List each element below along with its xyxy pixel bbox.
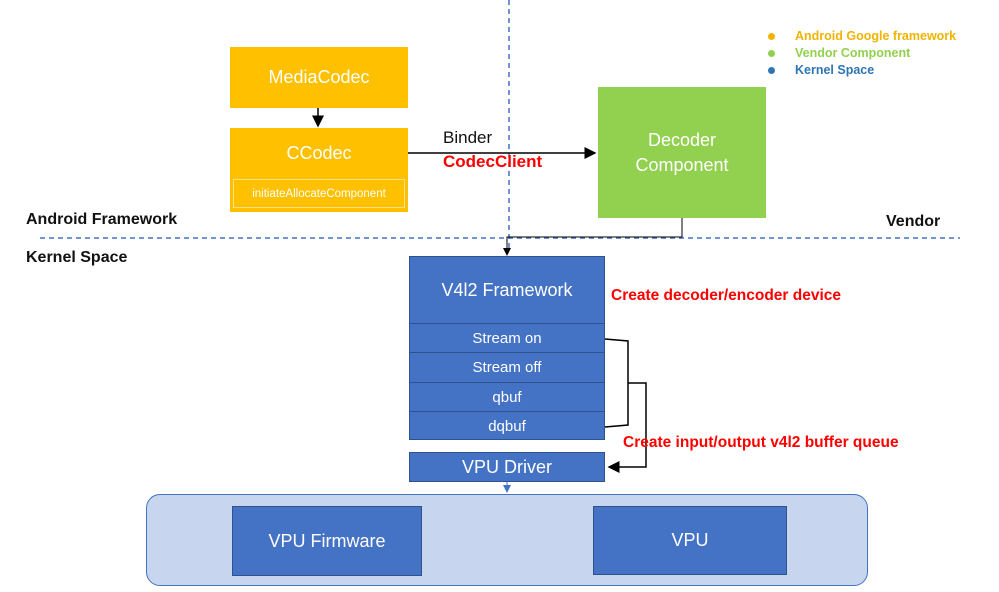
region-label-kernel-space: Kernel Space (26, 249, 128, 266)
node-initiate-allocate-component[interactable]: initiateAllocateComponent (233, 179, 405, 208)
node-label: VPU (671, 530, 709, 550)
legend-dot-icon (768, 66, 775, 74)
node-label: Component (635, 154, 729, 175)
node-decoder-component[interactable]: Decoder Component (598, 87, 766, 218)
legend-label: Vendor Component (795, 46, 911, 60)
legend-item-kernel: Kernel Space (768, 63, 874, 77)
edge-label-binder: Binder (443, 128, 493, 147)
arrow-ops-to-driver (607, 382, 647, 473)
node-label: Decoder (647, 129, 717, 150)
legend-dot-icon (768, 49, 775, 57)
node-vpu-driver[interactable]: VPU Driver (409, 452, 605, 482)
v4l2-op-dqbuf[interactable]: dqbuf (410, 411, 604, 441)
bracket-ops (604, 338, 629, 428)
node-vpu-firmware[interactable]: VPU Firmware (232, 506, 422, 576)
region-label-vendor: Vendor (886, 213, 941, 230)
node-ccodec[interactable]: CCodec initiateAllocateComponent (230, 128, 408, 212)
node-v4l2-framework[interactable]: V4l2 Framework Stream on Stream off qbuf… (409, 256, 605, 440)
node-label: CCodec (286, 143, 352, 163)
region-label-android-framework: Android Framework (26, 211, 178, 228)
node-label: VPU Driver (461, 456, 552, 477)
node-label: V4l2 Framework (441, 279, 573, 300)
v4l2-op-stream-on[interactable]: Stream on (410, 323, 604, 353)
annotation-create-device: Create decoder/encoder device (611, 287, 842, 304)
legend-label: Kernel Space (795, 63, 875, 77)
node-mediacodec[interactable]: MediaCodec (230, 47, 408, 108)
arrow-decoder-to-v4l2 (503, 218, 683, 256)
legend-dot-icon (768, 32, 775, 40)
legend-item-android: Android Google framework (768, 29, 956, 43)
v4l2-op-qbuf[interactable]: qbuf (410, 382, 604, 412)
node-label: MediaCodec (268, 67, 370, 87)
v4l2-op-stream-off[interactable]: Stream off (410, 352, 604, 382)
legend-label: Android Google framework (795, 29, 957, 43)
node-label: VPU Firmware (268, 530, 386, 551)
edge-label-codecclient: CodecClient (443, 152, 543, 171)
node-vpu[interactable]: VPU (593, 506, 787, 575)
legend-item-vendor: Vendor Component (768, 46, 910, 60)
annotation-create-queue: Create input/output v4l2 buffer queue (623, 434, 899, 451)
